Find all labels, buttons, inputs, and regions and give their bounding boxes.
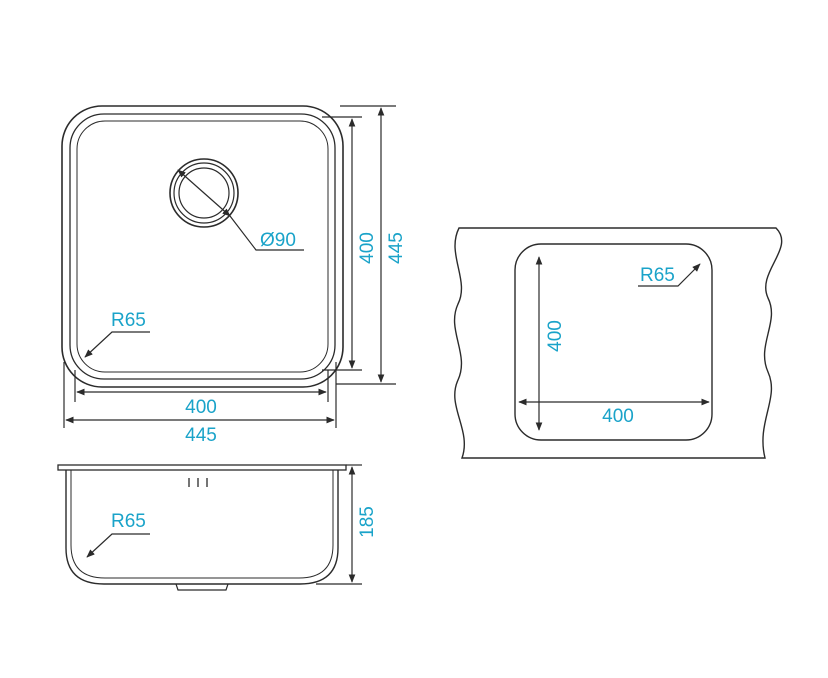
side-bowl-outer bbox=[65, 470, 339, 585]
side-radius-leader bbox=[86, 533, 150, 558]
drain-diameter-arrow bbox=[177, 169, 231, 217]
drain-outer-ring bbox=[169, 158, 239, 228]
outer-height-label: 445 bbox=[386, 232, 407, 264]
top-radius-leader bbox=[84, 331, 150, 358]
countertop-outline bbox=[453, 227, 783, 459]
cutout-corner-radius-label: R65 bbox=[640, 265, 675, 286]
side-rim-flange bbox=[57, 464, 347, 471]
cutout-height-label: 400 bbox=[545, 320, 566, 352]
inner-height-label: 400 bbox=[357, 232, 378, 264]
side-view: R65 185 bbox=[57, 464, 378, 591]
drain-middle-ring bbox=[173, 162, 235, 224]
top-corner-radius-label: R65 bbox=[111, 310, 146, 331]
side-drain-stub bbox=[175, 583, 229, 591]
cutout-width-label: 400 bbox=[602, 406, 634, 427]
side-bowl-inner bbox=[70, 470, 334, 579]
depth-label: 185 bbox=[357, 506, 378, 538]
drain-diameter-leader bbox=[229, 215, 304, 251]
side-corner-radius-label: R65 bbox=[111, 511, 146, 532]
drain-diameter-label: Ø90 bbox=[260, 230, 296, 251]
outer-width-label: 445 bbox=[185, 425, 217, 446]
inner-width-label: 400 bbox=[185, 397, 217, 418]
sink-inner-bowl bbox=[69, 113, 336, 380]
top-view: Ø90 R65 400 445 400 445 bbox=[61, 105, 407, 446]
cutout-radius-leader bbox=[638, 263, 701, 287]
cutout-opening bbox=[514, 243, 713, 441]
cutout-view: 400 400 R65 bbox=[453, 227, 783, 459]
sink-outer-rim bbox=[61, 105, 344, 388]
sink-bowl-bottom bbox=[76, 120, 329, 373]
